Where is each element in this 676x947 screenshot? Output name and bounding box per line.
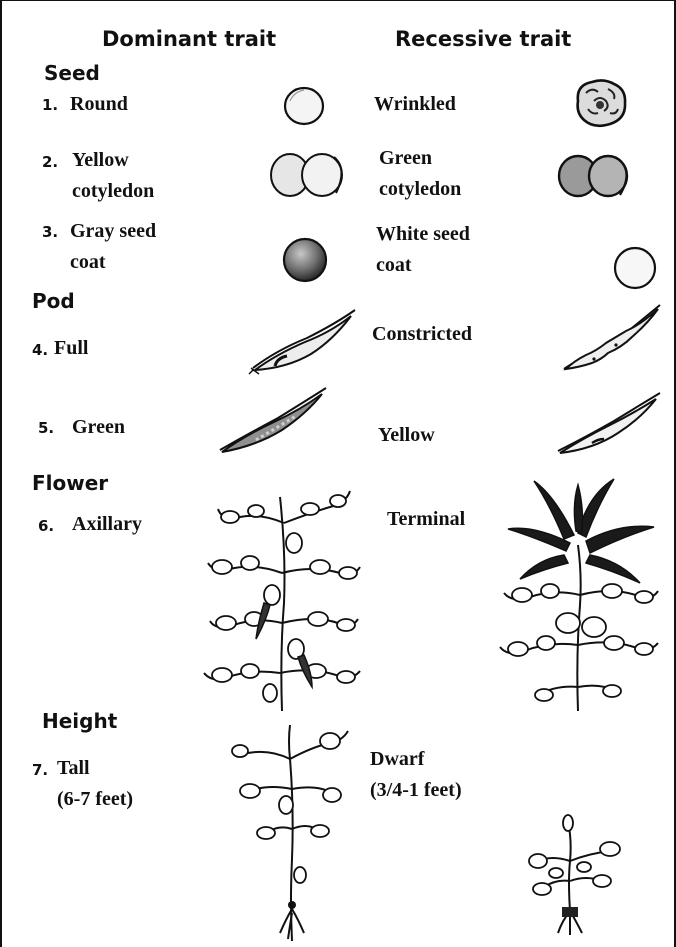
trait-number-3: 3. bbox=[42, 223, 58, 241]
section-flower: Flower bbox=[32, 471, 108, 495]
trait-3-recessive: White seed coat bbox=[376, 219, 470, 281]
axillary-flower-plant-icon bbox=[200, 483, 365, 713]
section-pod: Pod bbox=[32, 289, 75, 313]
yellow-cotyledon-seed-icon bbox=[266, 149, 352, 201]
trait-6-recessive: Terminal bbox=[387, 504, 465, 535]
trait-number-4: 4. bbox=[32, 341, 48, 359]
trait-1-recessive: Wrinkled bbox=[374, 89, 456, 120]
trait-1-dominant: Round bbox=[70, 89, 128, 120]
trait-3-dominant: Gray seed coat bbox=[70, 216, 156, 278]
tall-plant-icon bbox=[230, 719, 360, 944]
trait-number-7: 7. bbox=[32, 761, 48, 779]
yellow-pod-icon bbox=[554, 389, 664, 457]
full-pod-icon bbox=[247, 306, 362, 376]
wrinkled-seed-icon bbox=[570, 75, 634, 131]
trait-5-dominant: Green bbox=[72, 412, 125, 443]
trait-6-dominant: Axillary bbox=[72, 509, 142, 540]
section-seed: Seed bbox=[44, 61, 100, 85]
constricted-pod-icon bbox=[560, 301, 668, 376]
trait-number-2: 2. bbox=[42, 153, 58, 171]
dominant-trait-header: Dominant trait bbox=[102, 27, 276, 51]
trait-2-recessive: Green cotyledon bbox=[379, 143, 461, 205]
recessive-trait-header: Recessive trait bbox=[395, 27, 571, 51]
green-pod-icon bbox=[216, 384, 331, 456]
terminal-flower-plant-icon bbox=[494, 475, 664, 715]
trait-4-dominant: Full bbox=[54, 333, 88, 364]
round-seed-icon bbox=[280, 83, 328, 129]
trait-number-1: 1. bbox=[42, 96, 58, 114]
trait-7-recessive: Dwarf (3/4-1 feet) bbox=[370, 744, 462, 806]
gray-seed-coat-icon bbox=[280, 235, 330, 285]
white-seed-coat-icon bbox=[610, 244, 660, 292]
section-height: Height bbox=[42, 709, 117, 733]
trait-7-dominant: Tall (6-7 feet) bbox=[57, 753, 133, 815]
trait-5-recessive: Yellow bbox=[378, 420, 435, 451]
trait-4-recessive: Constricted bbox=[372, 319, 472, 350]
green-cotyledon-seed-icon bbox=[554, 151, 640, 201]
trait-number-5: 5. bbox=[38, 419, 54, 437]
dwarf-plant-icon bbox=[528, 811, 628, 936]
trait-number-6: 6. bbox=[38, 517, 54, 535]
trait-2-dominant: Yellow cotyledon bbox=[72, 145, 154, 207]
